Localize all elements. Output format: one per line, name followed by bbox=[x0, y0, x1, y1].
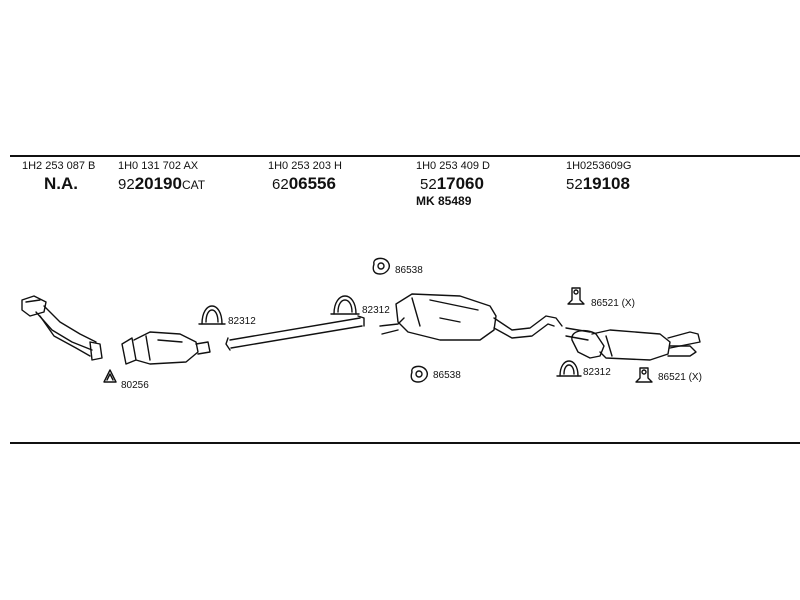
oe-number: 1H2 253 087 B bbox=[22, 160, 96, 172]
gasket-icon bbox=[103, 369, 117, 383]
part-number: 6206556 bbox=[272, 174, 336, 193]
column-center-silencer: 1H0 253 409 D 5217060 MK 85489 bbox=[416, 160, 490, 208]
gasket-label: 80256 bbox=[121, 380, 149, 391]
column-catalyst: 1H0 131 702 AX 9220190CAT bbox=[118, 160, 205, 194]
hanger-label: 86521 (X) bbox=[658, 372, 702, 383]
clamp-icon bbox=[330, 295, 360, 315]
rubber-mount-label: 86538 bbox=[395, 265, 423, 276]
rubber-mount-icon bbox=[410, 365, 428, 383]
oe-number: 1H0253609G bbox=[566, 160, 632, 172]
part-number: 9220190CAT bbox=[118, 174, 206, 193]
mounting-kit-number: MK 85489 bbox=[416, 194, 472, 208]
clamp-label: 82312 bbox=[362, 305, 390, 316]
hanger-label: 86521 (X) bbox=[591, 298, 635, 309]
clamp-icon bbox=[556, 360, 582, 377]
clamp-icon bbox=[198, 305, 226, 325]
rubber-mount-icon bbox=[372, 257, 390, 275]
rear-silencer-drawing bbox=[565, 327, 701, 361]
oe-number: 1H0 253 409 D bbox=[416, 160, 490, 172]
catalytic-converter-drawing bbox=[121, 331, 211, 365]
center-silencer-drawing bbox=[379, 293, 563, 341]
clamp-label: 82312 bbox=[583, 367, 611, 378]
column-downpipe: 1H2 253 087 B N.A. bbox=[22, 160, 95, 194]
column-rear-silencer: 1H0253609G 5219108 bbox=[566, 160, 631, 194]
hanger-icon bbox=[567, 287, 585, 305]
top-divider-line bbox=[10, 155, 800, 157]
part-number: N.A. bbox=[44, 174, 78, 193]
oe-number: 1H0 131 702 AX bbox=[118, 160, 199, 172]
part-number: 5219108 bbox=[566, 174, 630, 193]
clamp-label: 82312 bbox=[228, 316, 256, 327]
middle-pipe-drawing bbox=[225, 315, 365, 351]
part-number: 5217060 bbox=[420, 174, 484, 193]
oe-number: 1H0 253 203 H bbox=[268, 160, 342, 172]
rubber-mount-label: 86538 bbox=[433, 370, 461, 381]
hanger-icon bbox=[635, 367, 653, 383]
front-downpipe-drawing bbox=[21, 295, 103, 361]
column-middle-pipe: 1H0 253 203 H 6206556 bbox=[268, 160, 342, 194]
bottom-divider-line bbox=[10, 442, 800, 444]
